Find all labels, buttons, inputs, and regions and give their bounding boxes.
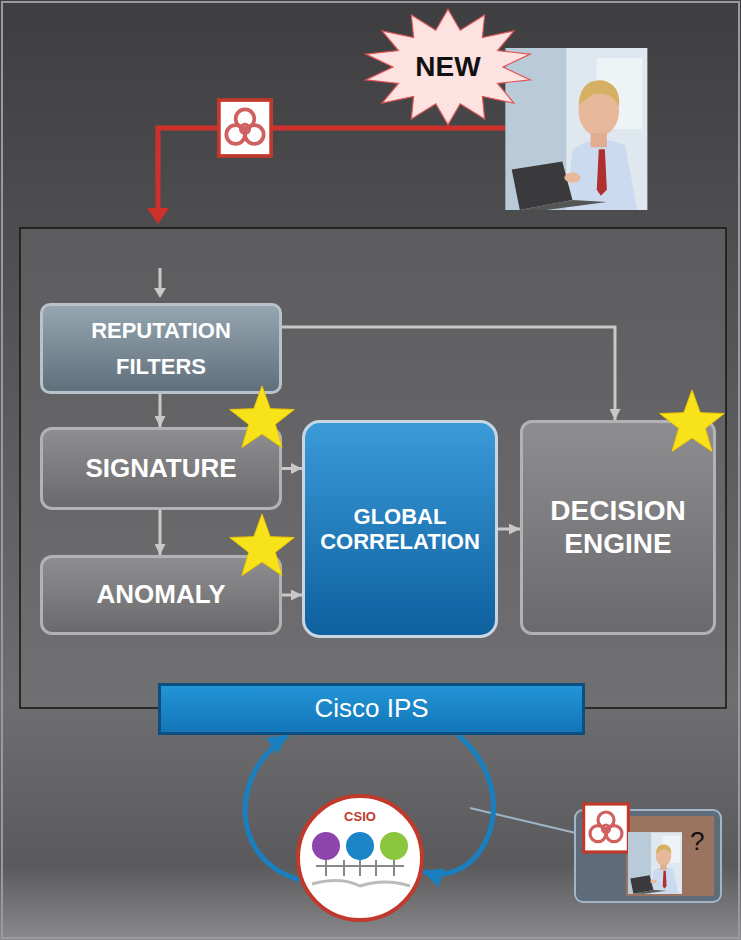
connector [159,510,162,555]
starburst: NEW [362,8,534,126]
engine-box: ANOMALY [40,555,282,635]
connector [245,735,300,880]
connector [282,467,302,470]
node-text: Cisco IPS [314,694,428,724]
filter-box: REPUTATION FILTERS [40,303,282,394]
callout-text: ? [690,826,704,857]
connector [282,327,615,420]
cloud-circle: CSIO [296,794,424,922]
node-text: DECISION ENGINE [532,495,704,559]
product-band: Cisco IPS [158,683,585,735]
connector [423,735,494,874]
connector [159,394,162,427]
node-text: GLOBAL CORRELATION [314,504,486,555]
node-text: REPUTATION FILTERS [52,313,270,383]
node-text: NEW [415,51,480,83]
connector [282,594,302,597]
engine-box: SIGNATURE [40,427,282,510]
node-text: SIGNATURE [85,454,236,484]
connector [498,528,520,531]
node-text: CSIO [344,810,376,825]
correlation-box: GLOBAL CORRELATION [302,420,498,638]
node-text: ANOMALY [96,580,225,610]
decision-box: DECISION ENGINE [520,420,716,635]
